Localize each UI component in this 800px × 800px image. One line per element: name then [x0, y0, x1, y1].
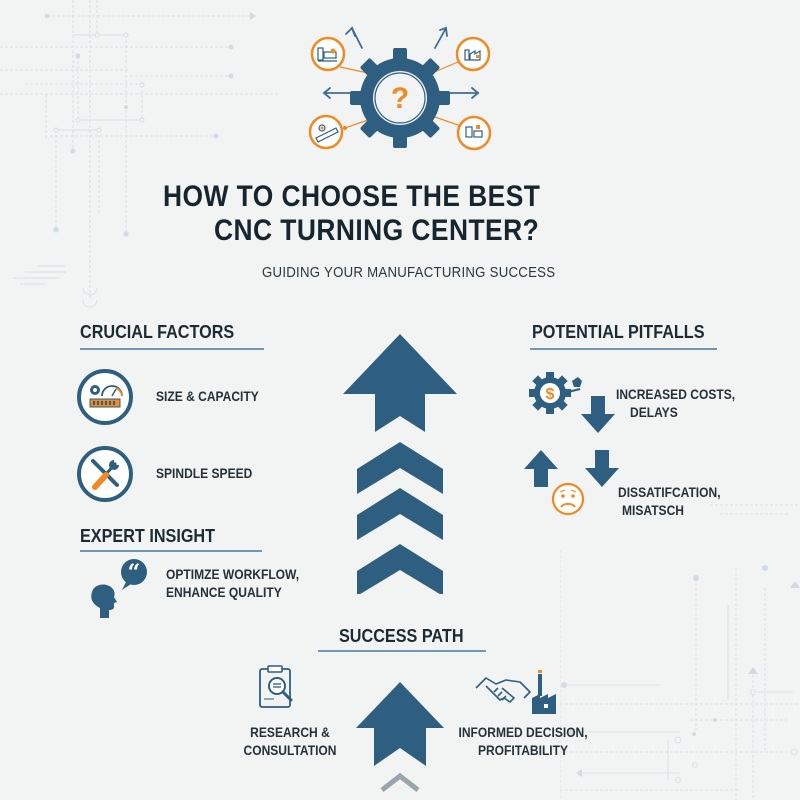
clipboard-magnifier-icon [259, 665, 293, 708]
pitfall-label-line-2: DELAYS [630, 404, 678, 420]
success-right-line-2: PROFITABILITY [477, 742, 569, 758]
section-heading-potential-pitfalls: POTENTIAL PITFALLS [532, 322, 705, 342]
factor-label: SIZE & CAPACITY [156, 388, 259, 404]
section-rule-potential-pitfalls [530, 348, 717, 350]
arrow-down-icon [585, 450, 619, 487]
page-subtitle: GUIDING YOUR MANUFACTURING SUCCESS [262, 264, 556, 281]
circuit-decoration-right-lines [561, 682, 680, 777]
section-heading-success-path: SUCCESS PATH [339, 626, 464, 646]
gauge-gear-icon [77, 369, 133, 425]
factor-label: SPINDLE SPEED [156, 465, 253, 481]
success-right-line-1: INFORMED DECISION, [458, 724, 588, 740]
svg-text:“: “ [128, 560, 141, 586]
sad-face-icon [551, 482, 585, 516]
header-hub-diagram: ? [308, 26, 492, 151]
expert-insight-line-2: ENHANCE QUALITY [166, 584, 282, 600]
gear-dollar-icon: $ [529, 372, 582, 414]
head-speech-quote-icon: “ [91, 559, 147, 618]
success-arrow-up [356, 682, 444, 792]
section-rule-expert-insight [80, 550, 262, 552]
expert-insight-quote: “ OPTIMZE WORKFLOW, ENHANCE QUALITY [88, 558, 328, 622]
svg-text:?: ? [391, 82, 409, 115]
factor-item-size-capacity: SIZE & CAPACITY [76, 368, 296, 428]
circuit-decoration-top-left [0, 0, 280, 308]
arrow-down-icon [581, 396, 615, 433]
expert-insight-line-1: OPTIMZE WORKFLOW, [166, 566, 300, 582]
success-left-line-2: CONSULTATION [243, 742, 337, 758]
success-left-line-1: RESEARCH & [250, 724, 330, 740]
page-title-line-1: HOW TO CHOOSE THE BEST [163, 180, 541, 213]
svg-text:$: $ [546, 386, 555, 403]
section-heading-crucial-factors: CRUCIAL FACTORS [80, 322, 235, 342]
pitfall-label-line-1: DISSATIFCATION, [618, 484, 721, 500]
section-rule-crucial-factors [80, 348, 264, 350]
handshake-factory-icon [475, 670, 556, 714]
pitfall-label-line-1: INCREASED COSTS, [616, 386, 736, 402]
section-heading-expert-insight: EXPERT INSIGHT [80, 526, 216, 546]
circuit-decoration-bottom-right [560, 504, 800, 800]
factor-item-spindle-speed: SPINDLE SPEED [76, 445, 296, 505]
pitfall-label-line-2: MISATSCH [622, 502, 684, 518]
upward-arrow-chevron-stack [343, 334, 457, 594]
arrow-up-icon [524, 450, 558, 487]
section-rule-success-path [318, 650, 486, 652]
page-title-line-2: CNC TURNING CENTER? [214, 214, 540, 247]
wrench-screwdriver-icon [77, 446, 133, 502]
